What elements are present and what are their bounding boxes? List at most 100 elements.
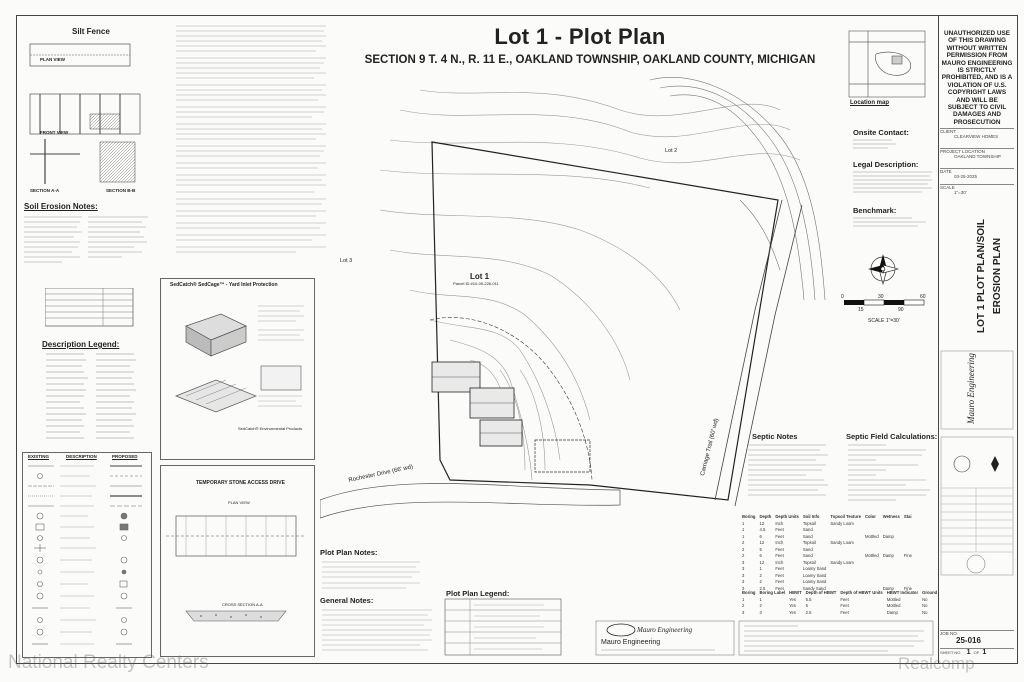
sedcatch-illustration xyxy=(175,305,304,413)
boring-cell: 2 xyxy=(742,553,745,558)
general-notes-text xyxy=(322,609,432,651)
sheet-total: 1 xyxy=(982,649,987,656)
stone-drive-plan-view: PLAN VIEW xyxy=(228,500,250,505)
client-label: CLIENT xyxy=(940,129,957,134)
septic-notes-text xyxy=(748,444,828,496)
bottom-notes xyxy=(738,620,934,656)
silt-fence-detail xyxy=(29,43,141,184)
boring-cell: 1 xyxy=(742,520,745,526)
boring-cell: Inch xyxy=(775,559,784,565)
scale-bar xyxy=(844,299,925,306)
water-cell: No xyxy=(922,596,928,602)
boring-cell: Topsoil xyxy=(802,520,816,526)
boring-cell: 2.5 xyxy=(759,585,766,591)
boring-header: Soil Info xyxy=(802,514,820,519)
scale-block-value: 1"=30' xyxy=(954,190,967,195)
water-header: HBWT xyxy=(789,590,802,595)
job-number: 25-016 xyxy=(956,636,981,645)
benchmark-text xyxy=(853,217,926,227)
sheet-row: SHEET NO. 1 OF 1 xyxy=(940,648,1014,661)
boring-cell: 5 xyxy=(759,546,762,552)
section-bb-label: SECTION B-B xyxy=(106,188,136,193)
water-cell: No xyxy=(922,603,928,608)
boring-cell: 3 xyxy=(742,585,745,591)
mauro-vertical-logo: Mauro Engineering xyxy=(940,350,1014,430)
boring-header: Color xyxy=(864,514,876,519)
boring-cell: 3 xyxy=(742,579,745,584)
lot3-label: Lot 3 xyxy=(340,258,353,264)
water-cell: 3 xyxy=(759,609,762,615)
boring-cell: 3 xyxy=(742,572,745,578)
project-location-row: PROJECT LOCATION OAKLAND TOWNSHIP xyxy=(940,148,1014,167)
section-aa-label: SECTION A-A xyxy=(30,188,60,193)
svg-text:Mauro Engineering: Mauro Engineering xyxy=(636,626,693,634)
scale-row: SCALE 1"=30' xyxy=(940,184,1014,199)
boring-cell: 2 xyxy=(742,540,745,545)
general-notes-heading: General Notes: xyxy=(320,596,374,605)
scale-tick-60: 60 xyxy=(920,294,926,300)
revision-block xyxy=(940,436,1014,576)
date-row: DATE 03-25-2025 xyxy=(940,168,1014,183)
lot1-label: Lot 1 xyxy=(470,272,490,281)
watermark-left: National Realty Centers xyxy=(8,652,209,673)
client-row: CLIENT CLEARVIEW HOMES xyxy=(940,128,1014,147)
scale-tick-30: 30 xyxy=(878,294,884,300)
boring-cell: Feet xyxy=(775,546,784,552)
boring-cell: Feet xyxy=(775,527,784,532)
water-cell: 3 xyxy=(742,609,745,615)
boring-cell: Feet xyxy=(775,553,784,558)
stone-drive-section: CROSS SECTION A-A xyxy=(222,602,263,607)
boring-cell: 4.5 xyxy=(759,527,766,532)
project-location-value: OAKLAND TOWNSHIP xyxy=(954,154,1001,159)
project-location-label: PROJECT LOCATION xyxy=(940,149,985,154)
legend-existing-header: EXISTING xyxy=(28,454,50,459)
boring-cell: Loamy Sand xyxy=(802,566,827,571)
legend-proposed-header: PROPOSED xyxy=(112,454,138,459)
copyright-warning: UNAUTHORIZED USE OF THIS DRAWING WITHOUT… xyxy=(941,30,1013,126)
water-cell: Yes xyxy=(789,596,796,602)
boring-cell: 2 xyxy=(759,579,762,584)
water-cell: 1 xyxy=(742,596,745,602)
silt-fence-title: Silt Fence xyxy=(72,27,110,36)
boring-cell: 2 xyxy=(742,546,745,552)
water-cell: 2 xyxy=(742,603,745,608)
water-header: Depth of HBWT xyxy=(805,590,837,595)
boring-cell: Topsoil xyxy=(802,540,816,545)
stone-drive-box xyxy=(160,465,315,657)
water-cell: Feet xyxy=(840,596,849,602)
stone-drive-drawing xyxy=(166,515,306,622)
water-cell: No xyxy=(922,609,928,615)
plot-plan-notes-text xyxy=(322,561,420,589)
scale-block-label: SCALE xyxy=(940,185,955,190)
symbol-legend-rows xyxy=(28,465,142,645)
plot-plan-notes-heading: Plot Plan Notes: xyxy=(320,548,378,557)
boring-header: Depth xyxy=(759,514,772,519)
boring-cell: Damp xyxy=(882,533,894,539)
page-title: Lot 1 - Plot Plan xyxy=(494,24,666,49)
water-header: Depth of HBWT Units xyxy=(840,590,883,595)
water-cell: 2.5 xyxy=(805,609,812,615)
boring-header: Topsoil Texture xyxy=(830,514,861,519)
water-cell: Feet xyxy=(840,603,849,608)
boring-cell: Feet xyxy=(775,533,784,539)
description-legend-list xyxy=(46,353,136,439)
soil-erosion-notes-heading: Soil Erosion Notes: xyxy=(24,202,98,211)
boring-cell: Feet xyxy=(775,585,784,591)
boring-cell: 3 xyxy=(742,559,745,565)
control-notes-text xyxy=(176,25,326,253)
legal-description-text xyxy=(853,171,932,193)
sheet-number: 1 xyxy=(966,649,971,656)
water-header: HBWT Indicator xyxy=(886,590,919,595)
boring-cell: Sand xyxy=(802,527,813,532)
boring-cell: 6 xyxy=(759,553,762,558)
boring-cell: Loamy Sand xyxy=(802,579,827,584)
watermark-right: Realcomp xyxy=(898,654,975,673)
boring-cell: Sand xyxy=(802,553,813,558)
